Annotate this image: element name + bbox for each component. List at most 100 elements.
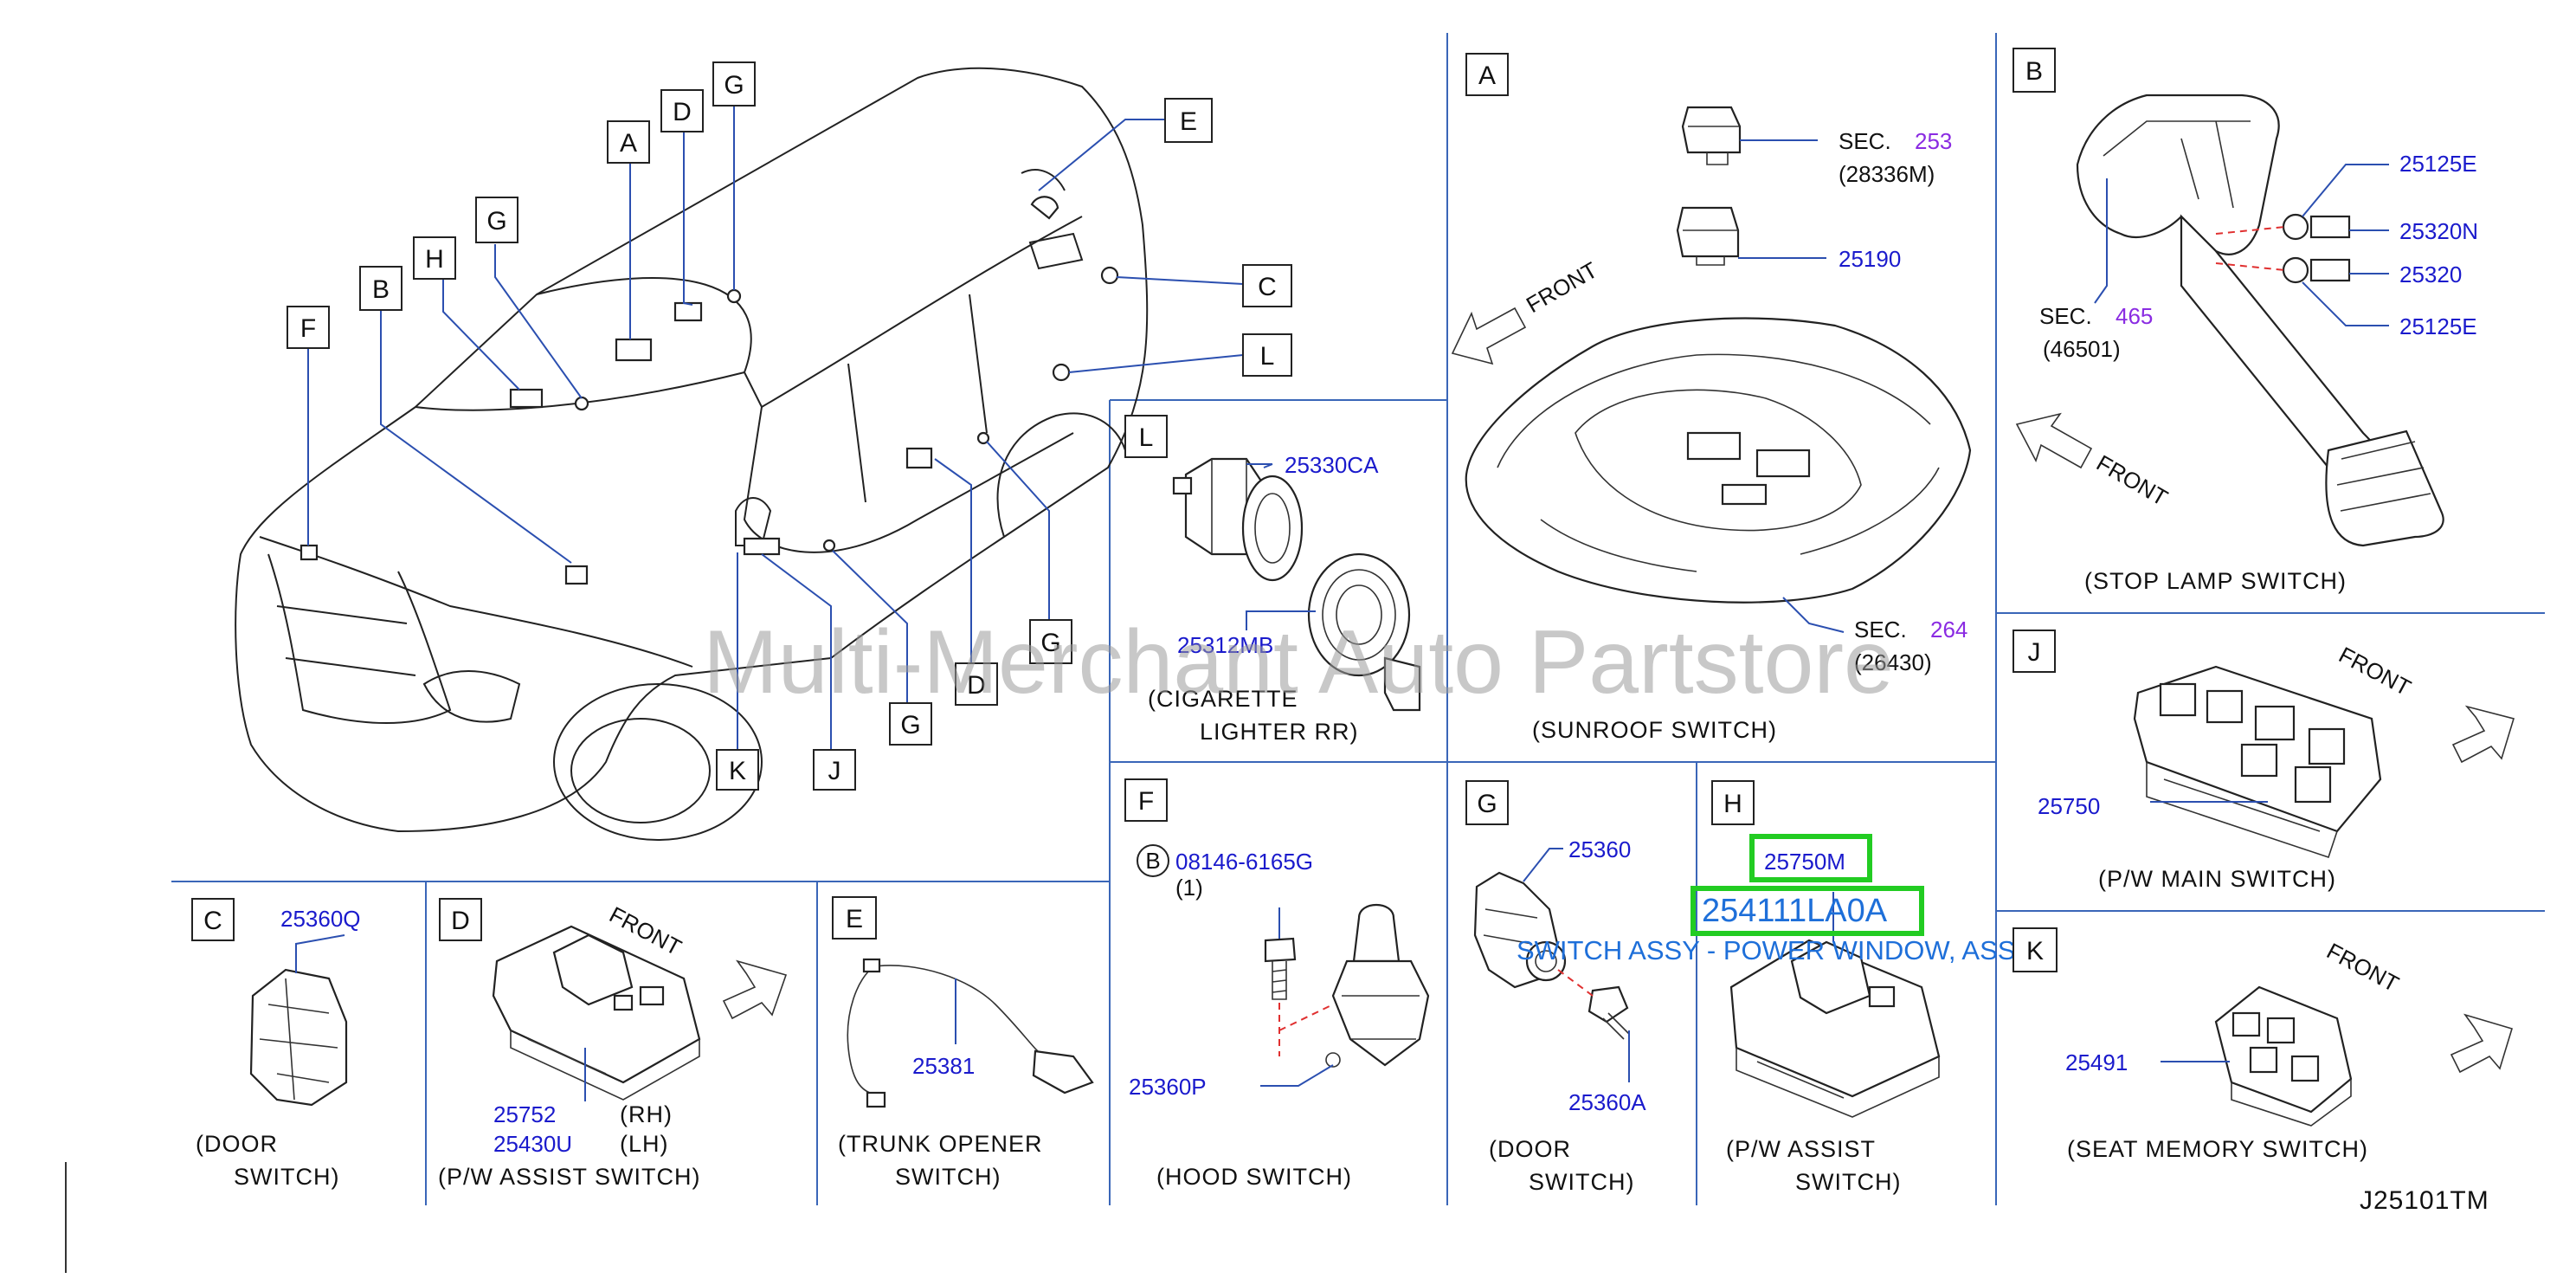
panel-e-part-25381: 25381 — [912, 1053, 975, 1079]
panel-k-front: FRONT — [2322, 938, 2403, 998]
callout-j: J — [828, 757, 841, 785]
panel-a-sec2-number: 264 — [1930, 617, 1967, 642]
callout-f: F — [300, 314, 316, 343]
vehicle-overview — [235, 67, 1149, 841]
callout-a: A — [620, 129, 637, 158]
panel-c-caption-1: (DOOR — [196, 1131, 278, 1157]
panel-d-letter: D — [451, 907, 470, 935]
panel-b-sec-number: 465 — [2116, 303, 2153, 329]
callout-c: C — [1258, 273, 1277, 301]
panel-a: A FRONT SEC. 253 (28336M) 25190 SEC. 264… — [1451, 53, 1972, 743]
panel-e-caption-1: (TRUNK OPENER — [838, 1131, 1043, 1157]
panel-c-part-25360q: 25360Q — [280, 906, 361, 932]
panel-f-letter: F — [1138, 787, 1154, 816]
panel-h-part-25750m: 25750M — [1764, 849, 1845, 875]
panel-d: D FRONT 25752 (RH) 25430U (LH) (P/W ASSI… — [438, 898, 788, 1190]
panel-a-sec2-ref: (26430) — [1854, 649, 1932, 675]
panel-g-part-25360: 25360 — [1568, 836, 1631, 862]
callout-b: B — [372, 275, 390, 304]
panel-a-sec1-ref: (28336M) — [1839, 161, 1935, 187]
callout-l: L — [1260, 342, 1275, 371]
panel-b-part-25320n: 25320N — [2399, 218, 2478, 244]
panel-c-caption-2: SWITCH) — [234, 1164, 339, 1190]
panel-a-sec1-number: 253 — [1915, 128, 1952, 154]
panel-h: H 25750M 254111LA0A SWITCH ASSY - POWER … — [1517, 780, 2058, 1195]
panel-b-caption: (STOP LAMP SWITCH) — [2084, 568, 2347, 594]
panel-dividers — [65, 33, 2545, 1273]
panel-a-caption: (SUNROOF SWITCH) — [1532, 717, 1777, 743]
panel-l-letter: L — [1139, 423, 1154, 452]
panel-a-sec2-label: SEC. — [1854, 617, 1907, 642]
panel-b-sec-ref: (46501) — [2043, 336, 2121, 362]
panel-b-part-25125e-bottom: 25125E — [2399, 313, 2477, 339]
panel-a-sec1-label: SEC. — [1839, 128, 1891, 154]
panel-f-caption: (HOOD SWITCH) — [1156, 1164, 1352, 1190]
panel-g: G 25360 25360A (DOOR SWITCH) — [1465, 780, 1646, 1195]
panel-d-part-25430u: 25430U — [493, 1131, 572, 1157]
panel-g-part-25360a: 25360A — [1568, 1089, 1646, 1115]
panel-h-tooltip: SWITCH ASSY - POWER WINDOW, ASSIST — [1517, 935, 2058, 965]
panel-j-letter: J — [2028, 638, 2041, 667]
panel-k-part-25491: 25491 — [2065, 1049, 2128, 1075]
callout-g2: G — [486, 207, 506, 236]
panel-e: E 25381 (TRUNK OPENER SWITCH) — [832, 896, 1094, 1190]
panel-h-caption-1: (P/W ASSIST — [1726, 1136, 1876, 1162]
panel-b-front: FRONT — [2092, 449, 2173, 511]
panel-e-caption-2: SWITCH) — [895, 1164, 1001, 1190]
diagram-id: J25101TM — [2360, 1186, 2489, 1215]
panel-j: J 25750 FRONT (P/W MAIN SWITCH) — [2012, 630, 2515, 892]
panel-f-bolt-ref: B — [1145, 848, 1160, 874]
panel-l-caption-2: LIGHTER RR) — [1200, 719, 1359, 745]
car-callout-boxes: A D G E H G B C L F K J G D G — [287, 61, 1292, 791]
panel-f: F B 08146-6165G (1) 25360P (HOOD SWITCH) — [1124, 778, 1430, 1190]
panel-d-rh: (RH) — [620, 1101, 673, 1127]
panel-k-caption: (SEAT MEMORY SWITCH) — [2067, 1136, 2368, 1162]
callout-k: K — [729, 757, 746, 785]
highlight-box-25750m — [1749, 834, 1872, 882]
panel-g-letter: G — [1477, 790, 1497, 818]
panel-k-letter: K — [2026, 937, 2044, 965]
callout-d: D — [673, 98, 692, 126]
callout-d2: D — [967, 671, 986, 700]
callout-g4: G — [1040, 629, 1060, 657]
panel-f-bolt-number: 08146-6165G — [1175, 849, 1313, 875]
panel-h-caption-2: SWITCH) — [1795, 1169, 1901, 1195]
panel-f-bolt-qty: (1) — [1175, 875, 1203, 901]
panel-b: B 25125E 25320N 25320 25125E SEC. 465 (4… — [2012, 48, 2478, 594]
panel-c: C 25360Q (DOOR SWITCH) — [191, 898, 361, 1190]
panel-a-part-25190: 25190 — [1839, 246, 1901, 272]
panel-e-letter: E — [846, 905, 863, 933]
panel-d-part-25752: 25752 — [493, 1101, 556, 1127]
panel-k: K FRONT 25491 (SEAT MEMORY SWITCH) — [2012, 927, 2513, 1162]
panel-a-front: FRONT — [1522, 256, 1602, 318]
panel-b-sec-label: SEC. — [2039, 303, 2092, 329]
panel-j-caption: (P/W MAIN SWITCH) — [2098, 866, 2336, 892]
panel-l: L 25330CA 25312MB (CIGARETTE LIGHTER RR) — [1124, 415, 1421, 745]
panel-f-part-25360p: 25360P — [1129, 1074, 1207, 1100]
panel-g-caption-1: (DOOR — [1489, 1136, 1571, 1162]
car-callout-leaders — [307, 106, 1244, 750]
front-arrow-icon — [1451, 307, 1527, 365]
callout-e: E — [1180, 107, 1197, 136]
panel-j-part-25750: 25750 — [2038, 793, 2100, 819]
panel-l-caption-1: (CIGARETTE — [1148, 686, 1298, 712]
panel-l-part-25330ca: 25330CA — [1285, 452, 1379, 478]
callout-g: G — [724, 71, 744, 100]
watermark: Multi-Merchant Auto Partstore — [703, 612, 1894, 713]
panel-b-letter: B — [2025, 57, 2043, 86]
panel-d-lh: (LH) — [620, 1131, 669, 1157]
callout-g3: G — [900, 711, 920, 739]
panel-h-letter: H — [1723, 790, 1742, 818]
panel-j-front: FRONT — [2334, 642, 2415, 701]
panel-c-letter: C — [203, 907, 222, 935]
panel-a-letter: A — [1478, 61, 1496, 90]
panel-d-caption: (P/W ASSIST SWITCH) — [438, 1164, 701, 1190]
highlight-box-254111la0a — [1690, 886, 1924, 936]
callout-h: H — [425, 245, 444, 274]
panel-b-part-25125e-top: 25125E — [2399, 151, 2477, 177]
panel-b-part-25320: 25320 — [2399, 262, 2462, 287]
panel-h-highlight-part: 254111LA0A — [1702, 893, 1888, 929]
panel-l-part-25312mb: 25312MB — [1177, 632, 1273, 658]
panel-g-caption-2: SWITCH) — [1529, 1169, 1634, 1195]
